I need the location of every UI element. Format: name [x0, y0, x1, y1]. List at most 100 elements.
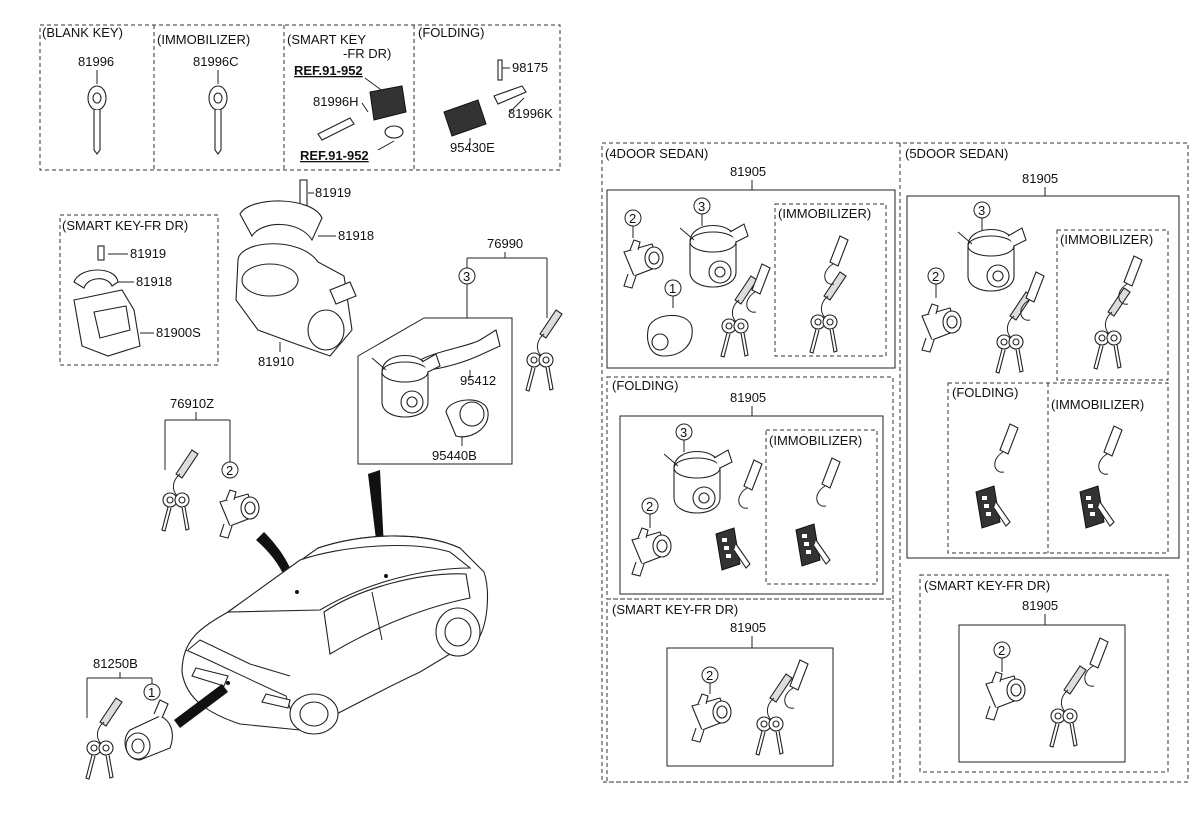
right-panel-frame [601, 142, 1189, 783]
sedan5-folding-immob-tag-icon [1098, 425, 1123, 475]
sedan4-folding-immob: (IMMOBILIZER) [769, 433, 862, 448]
sedan5-smart-part: 81905 [1022, 598, 1058, 613]
sedan5-folding-fob-icon [975, 485, 1011, 529]
sedan5-smart-tag-icon [1084, 637, 1109, 687]
car-illustration [181, 535, 488, 735]
part-98175-label: 98175 [512, 60, 548, 75]
bolt-icon [97, 245, 105, 261]
right-panel: (4DOOR SEDAN) 81905 (IMMOBILIZER) 2 3 1 … [601, 142, 1189, 783]
smart-key-box-title: (SMART KEY-FR DR) [62, 218, 188, 233]
sedan4-smart-cylinder-icon [691, 693, 732, 743]
sedan4-smart-callout-2: 2 [706, 668, 713, 683]
folding-blade-icon [493, 85, 527, 105]
callout-1-81250b: 1 [148, 685, 155, 700]
sedan5-immob-keys-icon [1093, 287, 1131, 370]
ref-91-952-bottom[interactable]: REF.91-952 [300, 148, 369, 163]
sedan4-immob-keys-icon [809, 271, 847, 354]
set-81250b-label: 81250B [93, 656, 138, 671]
sedan4-folding-ignition-icon [663, 449, 733, 514]
steering-column-group: 81919 81918 81910 [235, 179, 374, 369]
sedan5-main-part: 81905 [1022, 171, 1058, 186]
door-cylinder-icon [219, 489, 260, 539]
sedan5-callout-2: 2 [932, 269, 939, 284]
sedan4-callout-2: 2 [629, 211, 636, 226]
sedan4-main-immob: (IMMOBILIZER) [778, 206, 871, 221]
sedan4-main-box [606, 189, 896, 369]
sedan5-smart-title: (SMART KEY-FR DR) [924, 578, 1050, 593]
part-81918-b: 81918 [338, 228, 374, 243]
sedan4-smart-part: 81905 [730, 620, 766, 635]
sedan4-folding-immob-tag-icon [816, 457, 841, 507]
sedan4-callout-3: 3 [698, 199, 705, 214]
sedan5-folding-immob: (IMMOBILIZER) [1051, 397, 1144, 412]
sedan4-folding-part: 81905 [730, 390, 766, 405]
sedan5-callout-3: 3 [978, 203, 985, 218]
pointer-arrow-ignition [368, 470, 388, 556]
set-76990-box [357, 317, 513, 465]
sedan5-ignition-icon [957, 227, 1027, 292]
pointer-arrow-trunk [174, 684, 228, 728]
part-81919-a: 81919 [130, 246, 166, 261]
sedan4-cylinder-icon [623, 239, 664, 289]
sedan5-smart-keys-icon [1049, 665, 1087, 748]
set-76990-label: 76990 [487, 236, 523, 251]
blank-key-icon [87, 85, 107, 155]
sedan4-folding-immob-fob-icon [795, 523, 831, 567]
clamp-icon [73, 269, 119, 289]
folding-title: (FOLDING) [418, 25, 484, 40]
ignition-switch-icon [371, 353, 441, 418]
sedan5-title: (5DOOR SEDAN) [905, 146, 1008, 161]
sedan5-folding-immob-fob-icon [1079, 485, 1115, 529]
sedan5-main-box [906, 195, 1180, 559]
sedan5-smart-box [958, 624, 1126, 763]
emergency-key-icon [317, 117, 355, 141]
sedan5-folding-tag-icon [994, 423, 1019, 473]
set-76910z-keys-icon [161, 449, 199, 532]
part-95412: 95412 [460, 373, 496, 388]
ref-91-952-top[interactable]: REF.91-952 [294, 63, 363, 78]
sedan5-folding-title: (FOLDING) [952, 385, 1018, 400]
sedan4-ignition-icon [679, 223, 749, 288]
sedan4-keys-icon [720, 275, 758, 358]
door-handle-icon [419, 329, 501, 371]
sedan5-cylinder-icon [921, 303, 962, 353]
set-76910z-label: 76910Z [170, 396, 214, 411]
sedan4-title: (4DOOR SEDAN) [605, 146, 708, 161]
top-panels-frame [39, 24, 561, 171]
sedan4-folding-box [619, 415, 884, 595]
set-76910z: 76910Z 2 [161, 396, 298, 592]
immobilizer-title: (IMMOBILIZER) [157, 32, 250, 47]
sedan5-smart-cylinder-icon [985, 671, 1026, 721]
sedan4-folding-callout-3: 3 [680, 425, 687, 440]
set-81250b: 81250B 1 [85, 656, 228, 780]
immobilizer-key-icon [208, 85, 228, 155]
part-81996c-label: 81996C [193, 54, 239, 69]
sedan4-folding-cylinder-icon [631, 527, 672, 577]
set-81250b-keys-icon [85, 697, 123, 780]
callout-2-76910z: 2 [226, 463, 233, 478]
smart-key-fr-dr-box: (SMART KEY-FR DR) 81919 81918 81900S [59, 214, 219, 366]
sedan5-main-immob: (IMMOBILIZER) [1060, 232, 1153, 247]
part-81919-b: 81919 [315, 185, 351, 200]
part-81996k-label: 81996K [508, 106, 553, 121]
sedan4-folding-callout-2: 2 [646, 499, 653, 514]
key-ring-icon [384, 125, 404, 139]
sedan5-keys-icon [995, 291, 1033, 374]
blank-key-title: (BLANK KEY) [42, 25, 123, 40]
part-81996-label: 81996 [78, 54, 114, 69]
sedan4-smart-title: (SMART KEY-FR DR) [612, 602, 738, 617]
sedan4-folding-title: (FOLDING) [612, 378, 678, 393]
part-81900s: 81900S [156, 325, 201, 340]
sedan4-main-part: 81905 [730, 164, 766, 179]
smart-key-title-line2: -FR DR) [343, 46, 391, 61]
pin-icon [497, 59, 503, 81]
folding-fob-icon [443, 99, 487, 137]
column-bolt-icon [299, 179, 308, 207]
sedan4-folding-tag-icon [738, 459, 763, 509]
sedan5-smart-callout-2: 2 [998, 643, 1005, 658]
part-95430e-label: 95430E [450, 140, 495, 155]
set-76990: 76990 3 95412 95440B [357, 236, 563, 556]
sedan4-smart-box [666, 647, 834, 767]
smart-key-title-line1: (SMART KEY [287, 32, 366, 47]
